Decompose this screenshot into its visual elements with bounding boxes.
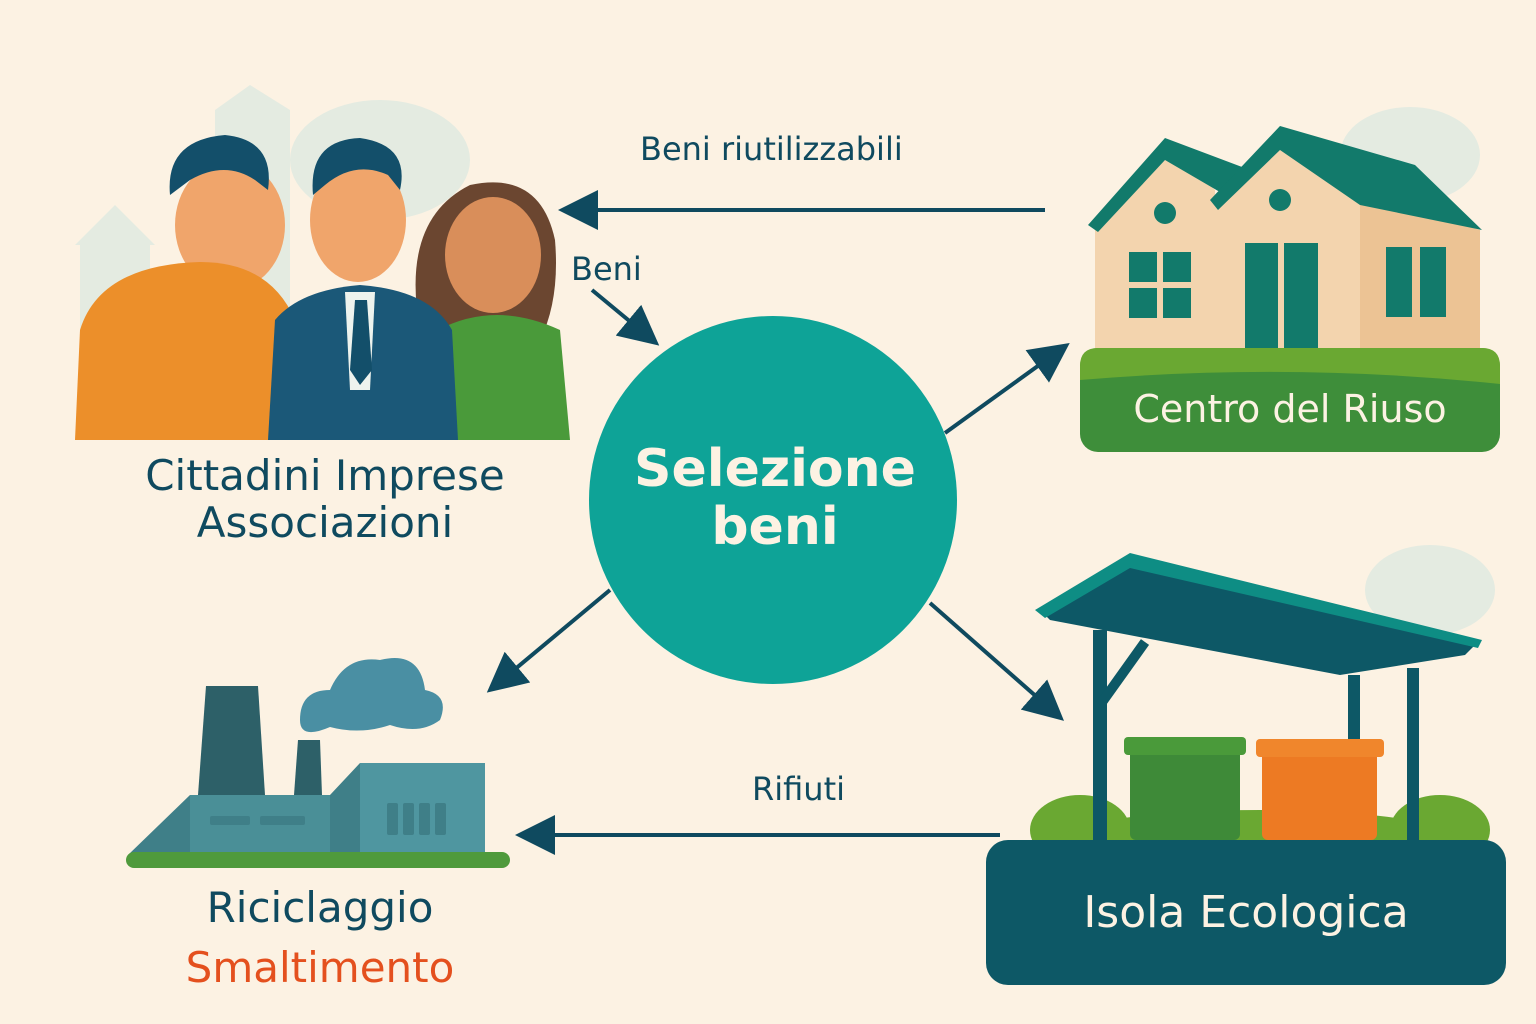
arrow-selection-to-island	[928, 601, 1065, 721]
edge-label-waste: Rifiuti	[752, 770, 845, 808]
selection-label-line1: Selezione	[634, 439, 916, 499]
people-group-icon	[75, 135, 570, 440]
selection-label-line2: beni	[711, 497, 839, 558]
ecological-island-icon	[986, 553, 1506, 985]
recycling-factory-icon	[126, 658, 510, 868]
disposal-label: Smaltimento	[185, 943, 455, 992]
people-node-label: Cittadini Imprese Associazioni	[80, 452, 570, 546]
selection-node-circle	[589, 316, 957, 684]
arrow-selection-to-recycling	[486, 588, 612, 693]
flow-arrows	[486, 190, 1070, 855]
reuse-center-label: Centro del Riuso	[1133, 387, 1447, 431]
arrow-selection-to-reuse	[943, 342, 1070, 435]
edge-label-goods: Beni	[571, 250, 642, 288]
people-label-line1: Cittadini Imprese	[145, 451, 505, 500]
arrow-people-to-selection	[590, 288, 660, 346]
recycling-label: Riciclaggio	[206, 883, 434, 932]
ecological-island-label: Isola Ecologica	[1083, 887, 1409, 938]
edge-label-reusable-goods: Beni riutilizzabili	[640, 130, 903, 168]
reuse-center-building-icon	[1080, 126, 1500, 452]
selection-node-label: Selezione beni	[590, 439, 960, 558]
people-label-line2: Associazioni	[196, 498, 454, 548]
